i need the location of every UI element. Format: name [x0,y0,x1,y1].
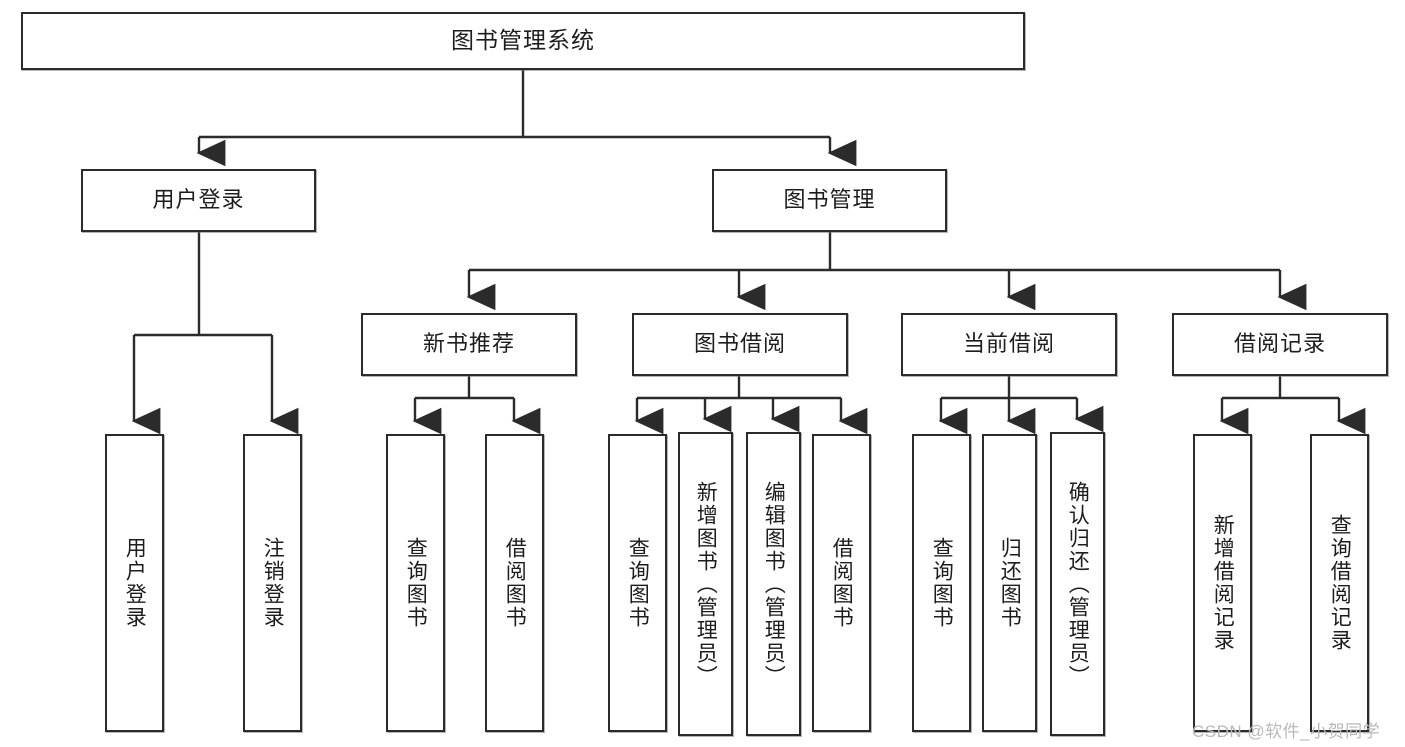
node-label: 查询借阅记录 [1328,514,1352,652]
leaf-return-book[interactable]: 归还图书 [982,434,1037,732]
node-label: 新书推荐 [422,331,515,357]
leaf-confirm-return-admin[interactable]: 确认归还（管理员） [1050,432,1105,736]
leaf-query-book-recommend[interactable]: 查询图书 [386,434,445,732]
node-borrow-record[interactable]: 借阅记录 [1172,313,1388,376]
leaf-add-book-admin[interactable]: 新增图书（管理员） [678,432,733,736]
node-label: 借阅记录 [1233,331,1326,357]
node-label: 确认归还（管理员） [1066,480,1090,688]
node-label: 新增图书（管理员） [694,480,718,688]
node-current-borrow[interactable]: 当前借阅 [901,313,1117,376]
node-label: 归还图书 [998,537,1022,629]
node-root-book-management-system[interactable]: 图书管理系统 [21,12,1025,70]
leaf-borrow-book-borrow[interactable]: 借阅图书 [812,434,871,732]
node-label: 用户登录 [152,187,245,213]
leaf-edit-book-admin[interactable]: 编辑图书（管理员） [746,432,801,736]
node-new-book-recommend[interactable]: 新书推荐 [361,313,577,376]
node-label: 查询图书 [626,537,650,629]
node-label: 查询图书 [930,537,954,629]
leaf-user-login[interactable]: 用户登录 [105,434,164,732]
node-label: 当前借阅 [962,331,1055,357]
node-label: 用户登录 [123,537,147,629]
node-label: 编辑图书（管理员） [762,480,786,688]
leaf-query-borrow-record[interactable]: 查询借阅记录 [1310,434,1369,732]
node-label: 新增借阅记录 [1211,514,1235,652]
node-user-login[interactable]: 用户登录 [81,169,316,232]
node-book-borrow[interactable]: 图书借阅 [632,313,848,376]
leaf-query-book-borrow[interactable]: 查询图书 [608,434,667,732]
node-book-management[interactable]: 图书管理 [712,169,947,232]
csdn-watermark: CSDN @软件_小贺同学 [1192,722,1381,741]
node-label: 注销登录 [261,537,285,629]
node-label: 借阅图书 [830,537,854,629]
leaf-borrow-book-recommend[interactable]: 借阅图书 [485,434,544,732]
leaf-query-book-current[interactable]: 查询图书 [912,434,971,732]
node-label: 借阅图书 [503,537,527,629]
leaf-logout-login[interactable]: 注销登录 [243,434,302,732]
leaf-add-borrow-record[interactable]: 新增借阅记录 [1193,434,1252,732]
node-label: 查询图书 [404,537,428,629]
node-label: 图书借阅 [693,331,786,357]
node-label: 图书管理系统 [451,27,595,54]
node-label: 图书管理 [783,187,876,213]
